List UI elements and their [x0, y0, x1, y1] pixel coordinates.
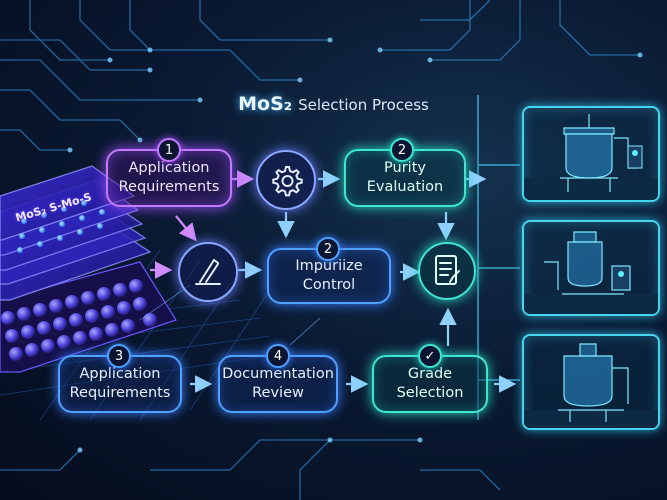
node-line: Requirements — [69, 385, 171, 401]
check-badge: ✓ — [418, 344, 442, 368]
node-line: Documentation — [222, 366, 334, 382]
title-text: Selection Process — [298, 96, 429, 114]
reactor-image-panel-bottom — [522, 334, 660, 430]
step-number-badge: 2 — [316, 237, 340, 261]
checklist-icon — [418, 242, 476, 300]
step-number-badge: 3 — [107, 344, 131, 368]
node-line: Application — [79, 366, 161, 382]
node-line: Impuriize — [295, 258, 363, 274]
step-number-badge: 1 — [157, 138, 181, 162]
reactor-image-panel-top — [522, 106, 660, 202]
reactor-image — [524, 231, 658, 314]
lab-tools-icon — [178, 242, 238, 302]
reactor-image — [524, 343, 658, 428]
step-number-badge: 2 — [390, 138, 414, 162]
node-line: Evaluation — [366, 179, 444, 195]
node-line: Selection — [396, 385, 464, 401]
step-application-requirements-3: Application Requirements — [58, 355, 182, 413]
node-line: Purity — [384, 160, 426, 176]
step-impuriize-control: Impuriize Control — [267, 248, 391, 304]
reactor-image-panel-middle — [522, 220, 660, 316]
node-line: Review — [252, 385, 304, 401]
node-line: Requirements — [118, 179, 220, 195]
node-line: Control — [302, 277, 356, 293]
node-line: Grade — [407, 366, 453, 382]
step-purity-evaluation: Purity Evaluation — [344, 149, 466, 207]
arrow-req-to-tools — [175, 215, 197, 242]
title-formula: MoS₂ — [238, 93, 293, 115]
gear-icon — [256, 150, 316, 210]
reactor-image — [524, 114, 658, 200]
diagram-title: MoS₂ Selection Process — [0, 93, 667, 115]
node-line: Application — [128, 160, 210, 176]
step-number-badge: 4 — [266, 344, 290, 368]
